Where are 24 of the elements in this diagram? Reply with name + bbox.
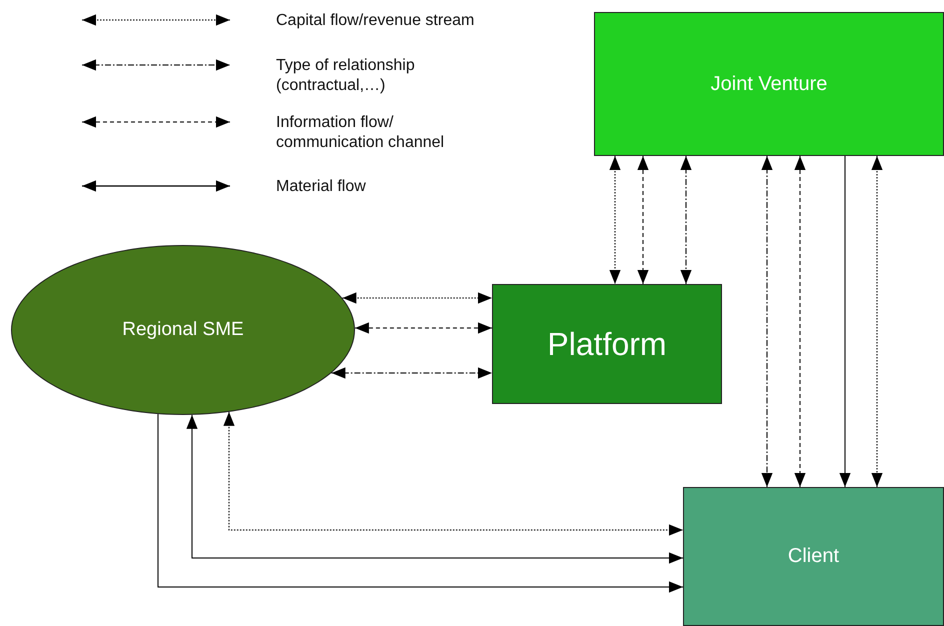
process-box <box>683 487 944 626</box>
double-arrow <box>761 156 773 488</box>
legend-text: Information flow/ communication channel <box>276 113 446 153</box>
legend-text: Type of relationship (contractual,…) <box>276 56 416 96</box>
process-box <box>492 284 722 404</box>
double-arrow <box>223 411 684 536</box>
double-arrow <box>354 322 492 334</box>
node-label: Platform <box>546 326 668 362</box>
double-arrow <box>342 292 492 304</box>
double-arrow <box>871 156 883 488</box>
arrow <box>158 414 684 593</box>
node-label: Regional SME <box>121 319 245 341</box>
double-arrow <box>680 156 692 284</box>
node-label: Client <box>786 545 840 568</box>
node-label: Joint Venture <box>710 72 828 96</box>
legend-text: Material flow <box>276 177 367 197</box>
arrow <box>839 156 851 488</box>
double-arrow <box>794 156 806 488</box>
double-arrow <box>609 156 621 284</box>
double-arrow <box>330 367 492 379</box>
process-box <box>594 12 944 156</box>
legend-text: Capital flow/revenue stream <box>276 11 476 31</box>
double-arrow <box>186 414 684 564</box>
double-arrow <box>637 156 649 284</box>
